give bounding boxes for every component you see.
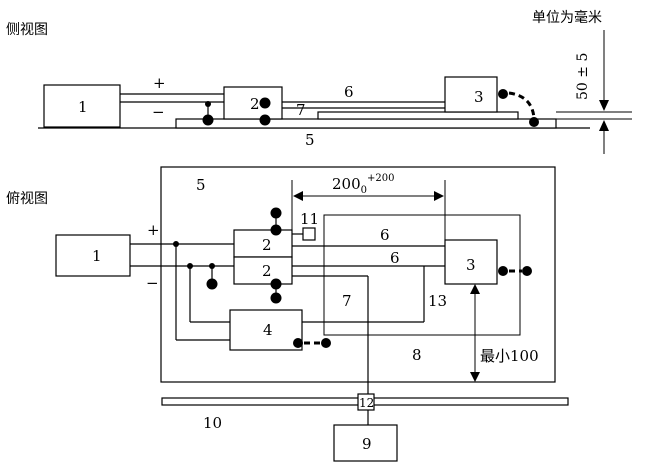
side-label-6: 6 (344, 83, 354, 101)
top-item-11 (302, 227, 316, 241)
top-dot-2-top-a (270, 207, 282, 219)
top-view: 5 1 + − 2 2 11 7 (55, 166, 569, 462)
top-ground-dot-a (206, 278, 218, 290)
top-label-9: 9 (362, 435, 372, 453)
top-label-2b: 2 (262, 262, 272, 280)
top-support-7 (323, 214, 521, 336)
side-height-dimension: 50 ± 5 (575, 53, 591, 100)
side-dot-2-bottom (259, 114, 271, 126)
top-dim-length: 2000+200 (332, 173, 394, 196)
side-junction-dot (205, 101, 211, 107)
top-box-1 (55, 234, 131, 277)
top-label-7: 7 (342, 292, 352, 310)
top-label-8: 8 (412, 346, 422, 364)
side-label-2: 2 (250, 95, 260, 113)
top-box-2a (233, 229, 293, 258)
top-label-12: 12 (359, 396, 374, 410)
side-label-5: 5 (305, 131, 315, 149)
side-label-1: 1 (78, 98, 88, 116)
top-view-title: 俯视图 (6, 191, 48, 207)
top-label-2a: 2 (262, 236, 272, 254)
top-label-4: 4 (263, 321, 273, 339)
side-view: 5 7 1 + − 2 6 3 50 (38, 30, 632, 154)
top-label-6b: 6 (390, 249, 400, 267)
top-box-3 (444, 239, 498, 285)
top-dot-2-bottom-a (270, 278, 282, 290)
top-dot-2-top-b (270, 224, 282, 236)
top-dot-4 (293, 338, 303, 348)
top-item-12 (357, 393, 375, 411)
top-label-6a: 6 (380, 226, 390, 244)
top-dot-4-ground (321, 338, 331, 348)
side-label-3: 3 (474, 88, 484, 106)
side-view-title: 侧视图 (6, 22, 48, 38)
side-dot-3-ground (529, 117, 539, 127)
side-box-3 (444, 76, 498, 113)
unit-note: 单位为毫米 (532, 9, 602, 26)
side-plus-sign: + (153, 74, 166, 92)
top-dot-3-ground (522, 266, 532, 276)
top-min-distance: 最小100 (480, 347, 539, 365)
side-dashed-bond (508, 91, 536, 119)
top-label-13: 13 (428, 292, 447, 310)
top-plus-sign: + (147, 221, 160, 239)
side-label-7: 7 (296, 101, 306, 119)
side-support-7 (317, 111, 519, 120)
top-box-9 (333, 424, 398, 462)
top-label-1: 1 (92, 247, 102, 265)
side-dot-3 (498, 89, 508, 99)
side-ground-dot-a (202, 114, 214, 126)
top-dot-3 (498, 266, 508, 276)
top-label-10: 10 (203, 414, 222, 432)
side-ground-plane-5 (175, 118, 557, 129)
top-label-3: 3 (466, 256, 476, 274)
side-box-2 (223, 86, 283, 120)
side-box-1 (43, 84, 121, 128)
top-dot-2-bottom-b (270, 292, 282, 304)
top-label-11: 11 (300, 210, 319, 228)
side-minus-sign: − (152, 103, 165, 121)
side-dot-2-top (259, 97, 271, 109)
top-box-2b (233, 256, 293, 285)
top-label-5: 5 (196, 176, 206, 194)
top-minus-sign: − (146, 274, 159, 292)
top-box-4 (229, 309, 303, 351)
